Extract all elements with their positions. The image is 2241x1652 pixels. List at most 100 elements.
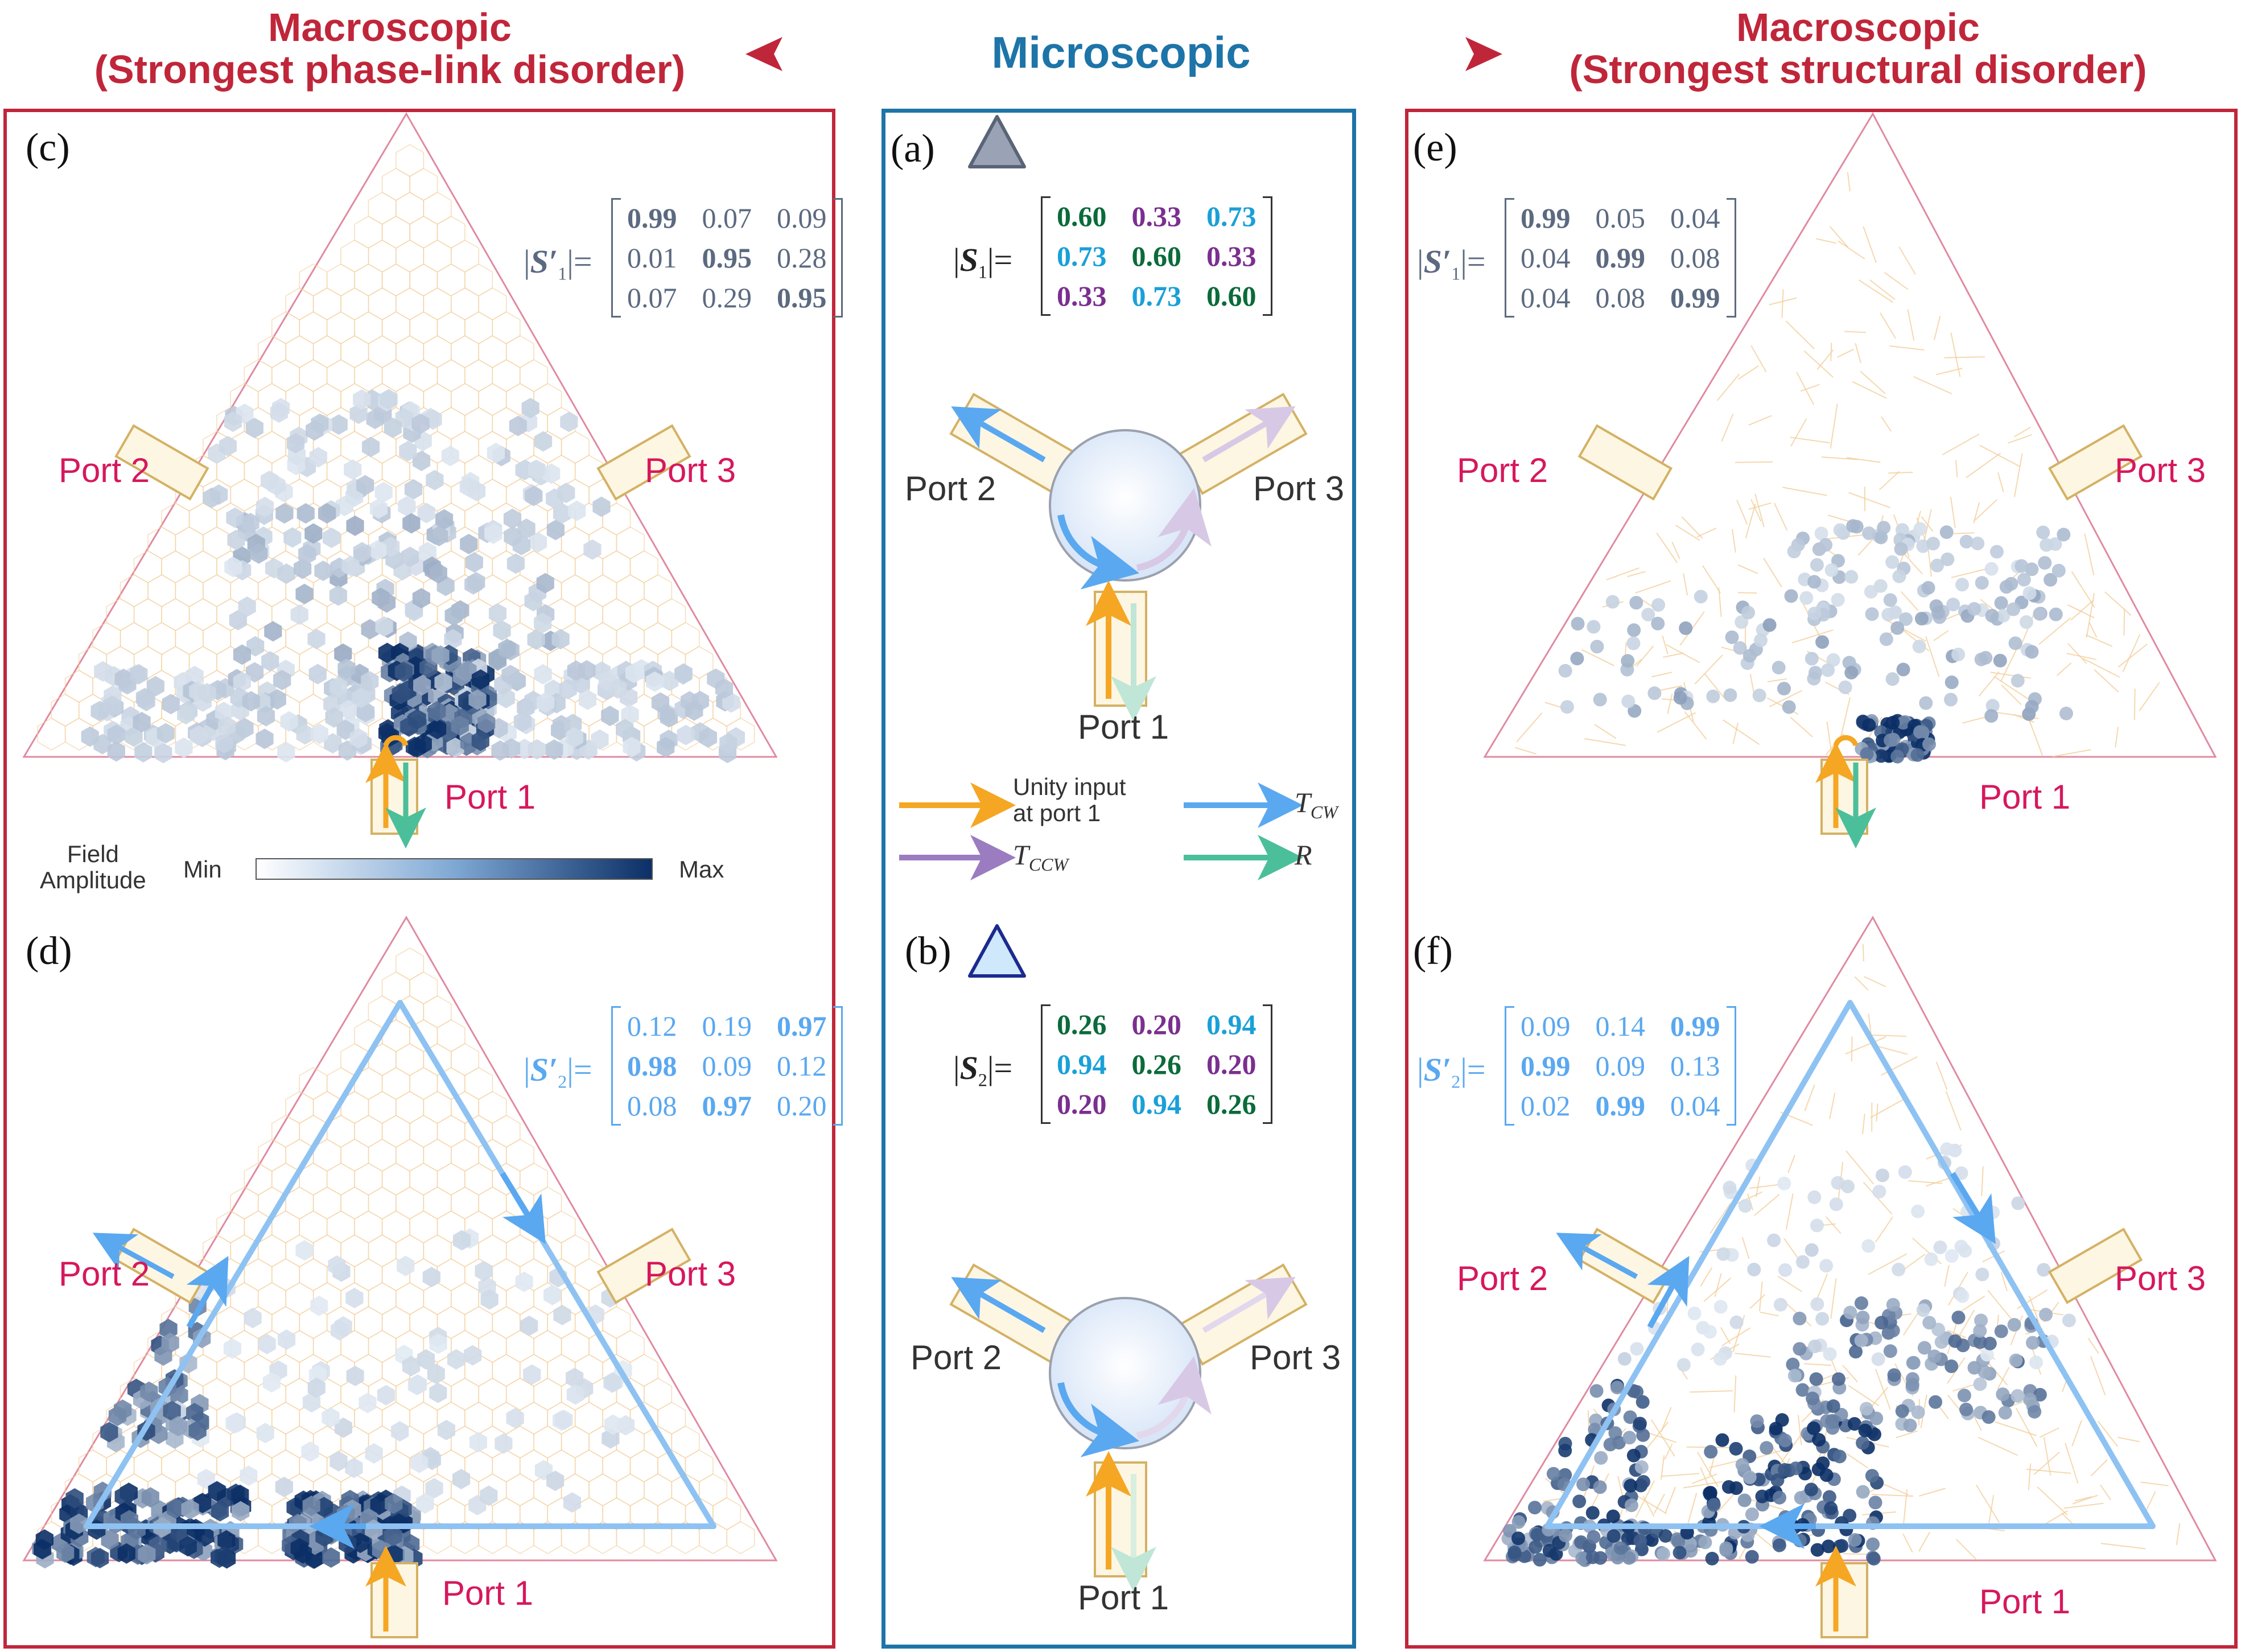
field-cell bbox=[1843, 1305, 1857, 1320]
field-cell bbox=[318, 503, 336, 524]
reflect-loop bbox=[1833, 735, 1859, 747]
field-cell bbox=[2025, 645, 2039, 659]
field-cell bbox=[471, 669, 490, 690]
field-cell bbox=[1917, 1341, 1931, 1355]
field-cell bbox=[1778, 1433, 1792, 1448]
field-cell bbox=[295, 1240, 314, 1261]
field-cell bbox=[1741, 605, 1756, 620]
center-panel-frame bbox=[881, 109, 1356, 1649]
lattice-edge bbox=[1796, 372, 1815, 405]
field-cell bbox=[233, 671, 252, 693]
field-cell bbox=[1671, 1535, 1686, 1549]
port2-waveguide bbox=[114, 424, 209, 501]
lattice-edge bbox=[2000, 1271, 2008, 1291]
field-cell bbox=[1593, 1480, 1607, 1494]
field-cell bbox=[311, 413, 329, 434]
field-cell bbox=[1793, 1534, 1807, 1548]
field-cell bbox=[361, 619, 379, 640]
field-cell bbox=[175, 738, 193, 759]
field-cell bbox=[1896, 662, 1910, 677]
field-cell bbox=[134, 741, 153, 763]
field-cell bbox=[444, 605, 463, 626]
field-cell bbox=[1634, 1460, 1649, 1474]
lattice-edge bbox=[1804, 1084, 1815, 1111]
field-cell bbox=[1657, 1547, 1671, 1561]
field-cell bbox=[1651, 616, 1665, 631]
field-cell bbox=[1924, 1252, 1938, 1266]
matrix-bracket-right bbox=[1726, 1006, 1736, 1126]
field-cell bbox=[1898, 1165, 1912, 1179]
lattice-edge bbox=[1749, 1183, 1783, 1189]
lattice-edge bbox=[1854, 976, 1869, 991]
field-cell bbox=[1651, 598, 1666, 612]
right-panel-frame bbox=[1405, 109, 2238, 1649]
reflect-loop bbox=[383, 735, 409, 747]
field-cell bbox=[515, 1271, 533, 1292]
lattice-edge bbox=[1681, 516, 1703, 539]
field-cell bbox=[308, 664, 327, 685]
field-cell bbox=[411, 413, 430, 434]
field-cell bbox=[374, 481, 393, 502]
field-cell bbox=[563, 1492, 582, 1513]
field-cell bbox=[1626, 1448, 1641, 1463]
matrix-cell: 0.26 bbox=[1131, 1048, 1182, 1080]
field-cell bbox=[603, 1372, 621, 1393]
matrix-cell: 0.97 bbox=[702, 1090, 752, 1122]
lattice-edge bbox=[1785, 320, 1815, 349]
field-cell bbox=[188, 1420, 207, 1441]
lattice-edge bbox=[1852, 381, 1887, 399]
field-cell bbox=[412, 588, 430, 609]
lattice-edge bbox=[1721, 1327, 1751, 1346]
field-cell bbox=[1854, 1333, 1868, 1348]
field-cell bbox=[1808, 1339, 1822, 1353]
field-cell bbox=[460, 534, 478, 555]
field-cell bbox=[1633, 1416, 1647, 1431]
field-cell bbox=[521, 398, 539, 419]
microring-b bbox=[949, 1263, 1308, 1592]
lattice-edge bbox=[1845, 1036, 1886, 1055]
field-cell bbox=[295, 583, 314, 604]
field-cell bbox=[323, 528, 341, 549]
field-cell bbox=[543, 1284, 562, 1305]
field-cell bbox=[1772, 1490, 1786, 1505]
lattice-edge bbox=[1993, 675, 2030, 701]
field-cell bbox=[1627, 623, 1641, 637]
lattice-edge bbox=[2122, 634, 2141, 673]
lattice-edge bbox=[1973, 502, 1980, 524]
field-cell bbox=[685, 700, 703, 721]
field-cell bbox=[286, 432, 305, 454]
lattice-edge bbox=[1974, 499, 1998, 521]
lattice-edge bbox=[1868, 1253, 1908, 1275]
lattice-edge bbox=[1635, 1494, 1667, 1514]
field-cell bbox=[2051, 563, 2066, 578]
field-cell bbox=[1824, 563, 1839, 577]
lattice-edge bbox=[1875, 1369, 1891, 1410]
field-cell bbox=[65, 1488, 84, 1509]
field-cell bbox=[1737, 1493, 1752, 1507]
field-cell bbox=[2023, 1393, 2037, 1407]
field-cell bbox=[133, 711, 151, 732]
lattice-edge bbox=[1782, 487, 1827, 496]
field-cell bbox=[503, 508, 522, 529]
field-cell bbox=[1982, 1410, 1996, 1424]
lattice-edge bbox=[1933, 630, 1949, 641]
field-cell bbox=[1979, 650, 1993, 665]
matrix-symbol: |S′2|= bbox=[1417, 1051, 1486, 1092]
lattice-edge bbox=[2026, 715, 2044, 756]
field-cell bbox=[1886, 715, 1900, 730]
field-cell bbox=[344, 459, 362, 480]
field-cell bbox=[223, 1338, 241, 1359]
field-cell bbox=[1587, 620, 1601, 634]
field-cell bbox=[398, 496, 416, 517]
field-cell bbox=[1673, 691, 1687, 705]
field-cell bbox=[1772, 661, 1786, 675]
field-cell bbox=[1585, 1550, 1600, 1564]
matrix-cell: 0.04 bbox=[1521, 242, 1571, 274]
lattice-edge bbox=[1955, 460, 1958, 477]
field-cell bbox=[1959, 534, 1974, 549]
field-cell bbox=[1558, 664, 1572, 678]
field-cell bbox=[345, 1457, 363, 1478]
matrix-cell: 0.09 bbox=[777, 202, 827, 234]
field-cell bbox=[2057, 528, 2071, 542]
